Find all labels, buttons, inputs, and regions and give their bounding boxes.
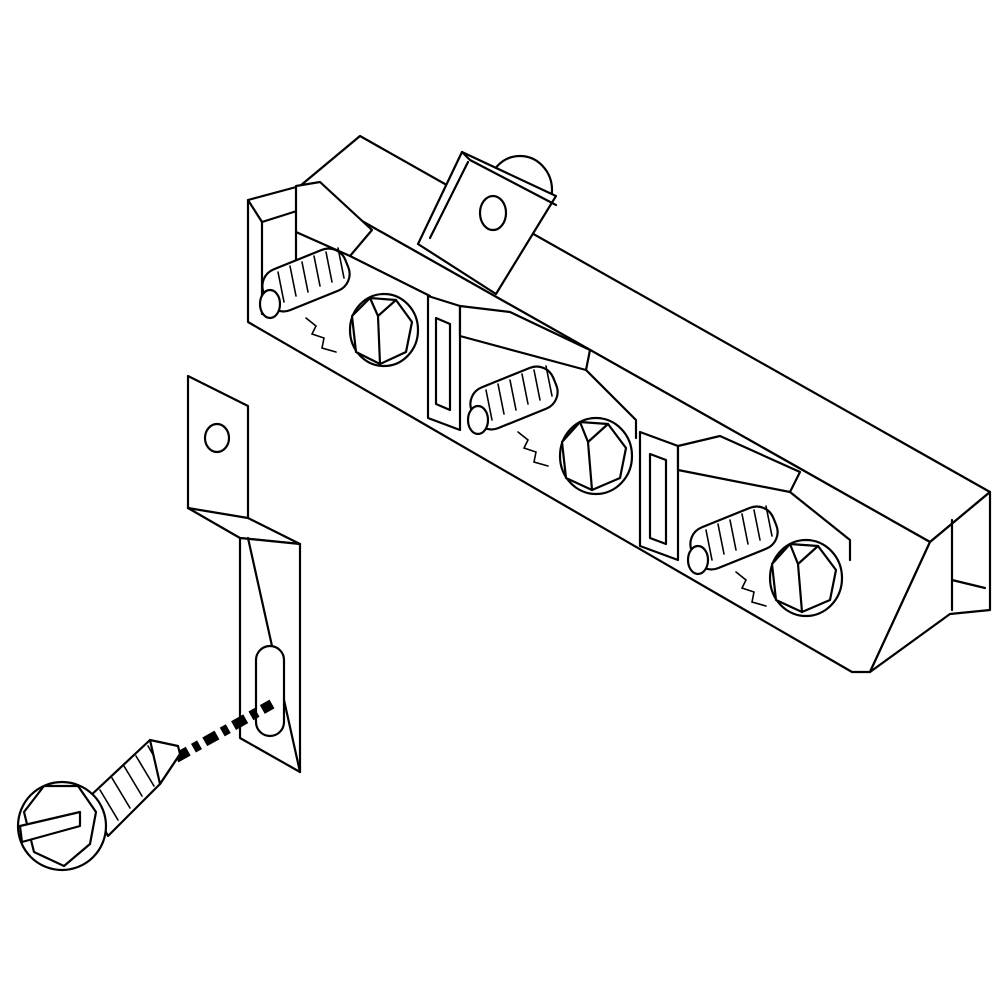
wire-clamp-3 — [735, 571, 767, 607]
mounting-tab — [416, 150, 558, 296]
wire-clamp-1 — [305, 317, 337, 353]
ground-strap — [186, 374, 302, 774]
strap-slot — [254, 644, 286, 738]
wire-clamp-2 — [517, 431, 549, 467]
hex-nut-3 — [768, 538, 844, 618]
hex-nut-2 — [558, 416, 634, 496]
hex-nut-1 — [348, 292, 420, 368]
mounting-hole — [478, 194, 508, 232]
terminal-stud-2 — [466, 365, 559, 436]
terminal-stud-3 — [686, 505, 779, 576]
alignment-line — [173, 699, 275, 763]
mounting-screw — [16, 738, 182, 872]
terminal-block — [246, 134, 992, 674]
terminal-stud-1 — [258, 247, 351, 320]
strap-hole — [203, 422, 231, 454]
